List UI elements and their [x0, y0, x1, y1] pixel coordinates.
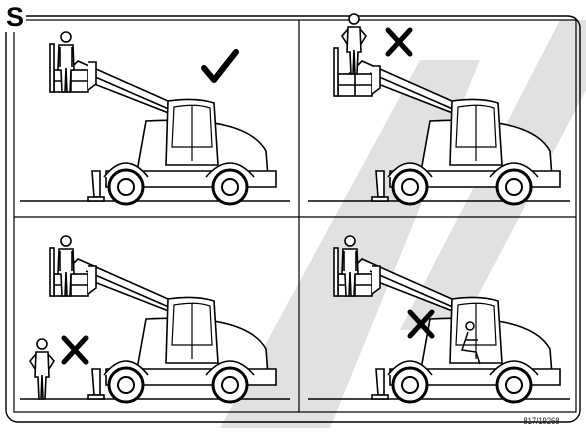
cross-icon — [388, 30, 410, 54]
person-nearby — [30, 339, 54, 399]
section-letter: S — [4, 2, 26, 32]
panel-top-left — [50, 32, 276, 204]
figure-reference: 817/19268 — [524, 416, 560, 426]
panel-bottom-left — [30, 236, 276, 402]
cross-icon — [64, 338, 86, 362]
check-icon — [204, 52, 236, 80]
